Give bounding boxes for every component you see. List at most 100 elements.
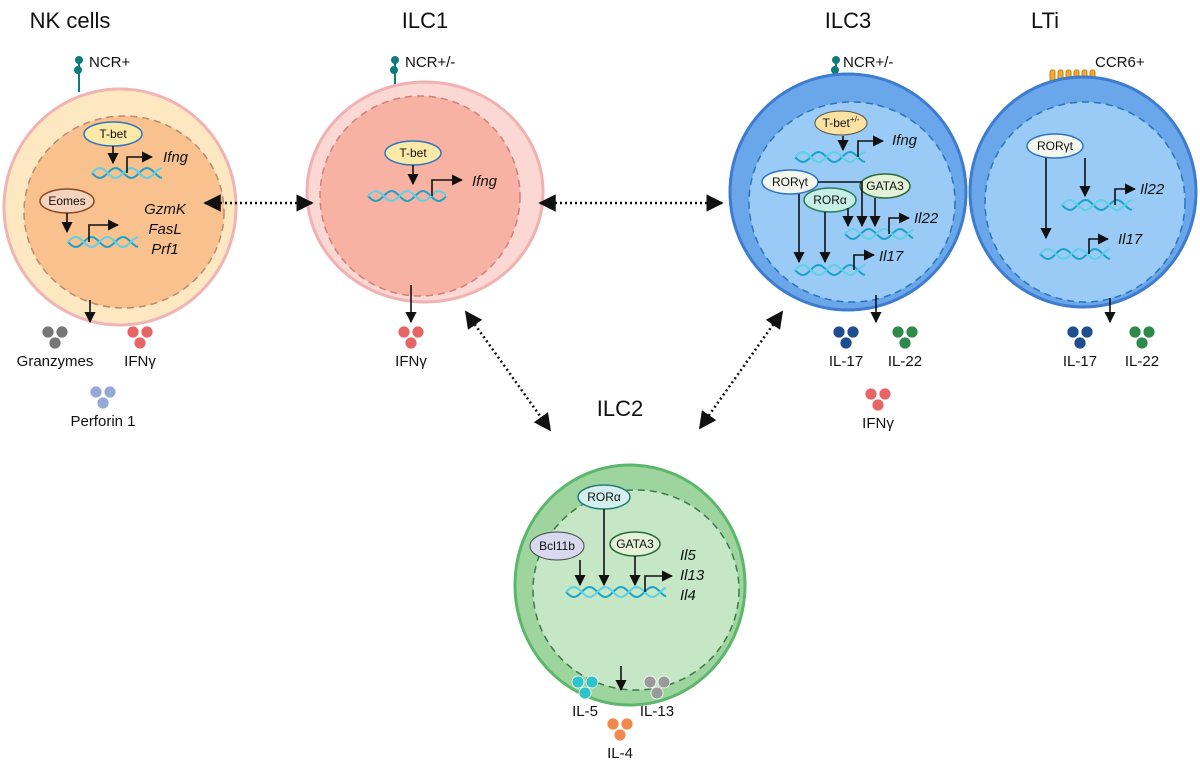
molecule-icon	[839, 336, 853, 350]
molecule-icon	[1066, 325, 1080, 339]
molecule-icon	[404, 336, 418, 350]
cytokine-ifn-: IFNγ	[862, 387, 894, 432]
cytokine-il-13: IL-13	[640, 675, 674, 720]
cytokine-il-22: IL-22	[888, 325, 922, 370]
dna-helix-icon	[367, 189, 447, 203]
ilc2-cell	[513, 463, 747, 707]
ncr-receptor-icon	[390, 56, 399, 86]
molecule-icon	[89, 385, 103, 399]
tbet-node	[814, 110, 868, 136]
ilc1-tf1: T-bet	[399, 146, 427, 160]
dna-helix-icon	[1061, 198, 1133, 212]
cytokine-label: IL-22	[1125, 353, 1159, 370]
molecule-icon	[657, 675, 671, 689]
molecule-icon	[650, 686, 664, 700]
cytokine-label: IFNγ	[395, 353, 427, 370]
lti-title: LTi	[1031, 8, 1059, 33]
cytokine-label: IL-5	[572, 703, 598, 720]
ilc3-tf4: GATA3	[866, 179, 904, 193]
cytokine-label: IL-17	[829, 353, 863, 370]
molecule-icon	[133, 336, 147, 350]
ilc3-tf3: RORα	[813, 193, 847, 207]
cytokine-perforin-1: Perforin 1	[70, 385, 136, 430]
ilc2-gene3: Il4	[680, 587, 696, 604]
molecule-icon	[891, 325, 905, 339]
cytokine-label: IL-4	[607, 745, 633, 762]
cytokine-label: IL-13	[640, 703, 674, 720]
dna-helix-icon	[844, 227, 914, 241]
molecule-icon	[1142, 325, 1156, 339]
cytokine-label: Perforin 1	[70, 413, 135, 430]
dna-helix-icon	[794, 150, 866, 164]
ilc3-ilc2-arrow	[698, 310, 784, 430]
molecule-icon	[905, 325, 919, 339]
nk-gene2a: GzmK	[144, 201, 187, 218]
ilc2-tf3: GATA3	[616, 537, 654, 551]
ilc3-title: ILC3	[825, 8, 871, 33]
molecule-icon	[48, 336, 62, 350]
molecule-icon	[397, 325, 411, 339]
nk-gene2c: Prf1	[151, 241, 179, 258]
molecule-icon	[103, 385, 117, 399]
molecule-icon	[1073, 336, 1087, 350]
ilc2-gene2: Il13	[680, 567, 705, 584]
molecule-icon	[55, 325, 69, 339]
nk-tf1: T-bet	[99, 127, 127, 141]
molecule-icon	[1080, 325, 1094, 339]
ilc2-tf1: RORα	[587, 490, 621, 504]
cytokine-ifn-: IFNγ	[395, 325, 427, 370]
molecule-icon	[643, 675, 657, 689]
molecule-icon	[411, 325, 425, 339]
cytokine-il-22: IL-22	[1125, 325, 1159, 370]
molecule-icon	[41, 325, 55, 339]
nk-gene2b: FasL	[148, 221, 181, 238]
ilc3-tf1: T-bet+/-	[823, 115, 860, 130]
ilc2-title: ILC2	[597, 396, 643, 421]
ilc3-tf2: RORγt	[772, 175, 809, 189]
cytokine-il-17: IL-17	[829, 325, 863, 370]
lti-gene1: Il22	[1140, 181, 1165, 198]
dna-helix-icon	[1039, 247, 1111, 261]
ilc1-ilc2-arrow	[464, 310, 552, 432]
molecule-icon	[613, 728, 627, 742]
bcl11b-node	[529, 531, 585, 561]
cytokine-label: IL-22	[888, 353, 922, 370]
cytokine-label: Granzymes	[17, 353, 94, 370]
molecule-icon	[864, 387, 878, 401]
molecule-icon	[571, 675, 585, 689]
cytokine-label: IL-17	[1063, 353, 1097, 370]
molecule-icon	[578, 686, 592, 700]
molecule-icon	[620, 717, 634, 731]
ncr-receptor-icon	[74, 56, 83, 92]
lti-gene2: Il17	[1118, 231, 1143, 248]
dna-helix-icon	[67, 235, 139, 249]
molecule-icon	[871, 398, 885, 412]
ilc2-gene1: Il5	[680, 547, 697, 564]
cytokine-il-5: IL-5	[571, 675, 599, 720]
molecule-icon	[846, 325, 860, 339]
ilc3-gene3: Il17	[879, 248, 904, 265]
lti-receptor: CCR6+	[1095, 54, 1145, 71]
molecule-icon	[832, 325, 846, 339]
molecule-icon	[140, 325, 154, 339]
ilc1-receptor: NCR+/-	[405, 54, 455, 71]
cytokine-label: IFNγ	[124, 353, 156, 370]
molecule-icon	[898, 336, 912, 350]
molecule-icon	[878, 387, 892, 401]
ilc1-title: ILC1	[402, 8, 448, 33]
molecule-icon	[126, 325, 140, 339]
rora-node	[803, 187, 857, 213]
lti-tf1: RORγt	[1037, 139, 1074, 153]
molecule-icon	[1135, 336, 1149, 350]
molecule-icon	[585, 675, 599, 689]
nk-cell	[2, 87, 238, 327]
gata3-node	[859, 173, 911, 199]
cytokine-granzymes: Granzymes	[17, 325, 94, 370]
nk-gene1: Ifng	[163, 149, 189, 166]
ilc2-tf2: Bcl11b	[539, 539, 575, 553]
cytokine-il-4: IL-4	[606, 717, 634, 762]
nk-receptor: NCR+	[89, 54, 130, 71]
ilc3-receptor: NCR+/-	[843, 54, 893, 71]
